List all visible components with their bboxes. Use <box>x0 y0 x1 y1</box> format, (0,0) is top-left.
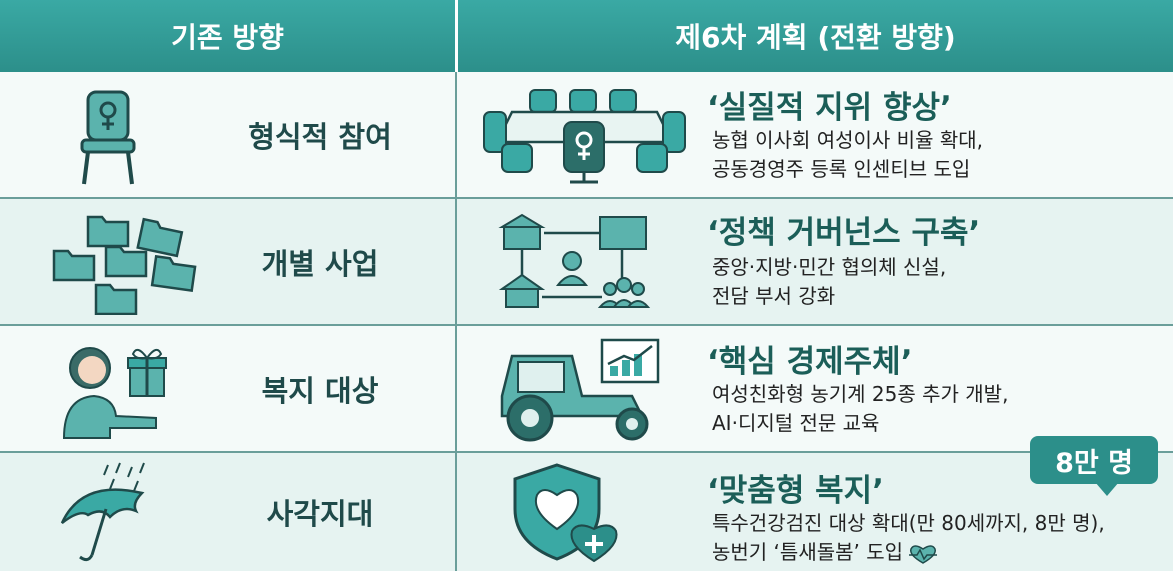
row-divider <box>0 324 1173 326</box>
table-row: 사각지대 ‘맞춤형 복지’ 특수건강검진 대상 확대(만 80세까지, 8만 명… <box>0 453 1173 571</box>
table-header: 기존 방향 제6차 계획 (전환 방향) <box>0 0 1173 72</box>
chair-female-symbol-icon <box>80 90 136 185</box>
governance-network-icon <box>498 213 651 308</box>
new-title: ‘실질적 지위 향상’ <box>707 90 952 126</box>
badge-pointer <box>1095 482 1119 496</box>
table-row: 개별 사업 <box>0 199 1173 325</box>
old-direction-cell: 사각지대 <box>0 453 457 571</box>
new-desc-line-1: 특수건강검진 대상 확대(만 80세까지, 8만 명), <box>712 511 1105 535</box>
heart-pulse-icon <box>909 544 938 564</box>
scattered-folders-icon <box>52 215 197 315</box>
new-description: 중앙·지방·민간 협의체 신설, 전담 부서 강화 <box>712 253 946 311</box>
new-desc-line-2-wrap: 농번기 ‘틈새돌봄’ 도입 <box>712 538 1105 567</box>
row-divider <box>0 451 1173 453</box>
new-direction-cell: ‘핵심 경제주체’ 여성친화형 농기계 25종 추가 개발, AI·디지털 전문… <box>457 326 1173 452</box>
new-desc-line-2: 전담 부서 강화 <box>712 284 836 308</box>
new-title: ‘정책 거버넌스 구축’ <box>707 215 981 251</box>
umbrella-rain-icon <box>60 462 145 562</box>
new-desc-line-1: 중앙·지방·민간 협의체 신설, <box>712 255 947 279</box>
table-row: 복지 대상 ‘핵심 경제주체’ 여성친화형 농기계 25종 추가 개발, AI·… <box>0 326 1173 452</box>
old-label: 복지 대상 <box>261 374 379 408</box>
boardroom-table-icon <box>483 89 686 184</box>
new-description: 농협 이사회 여성이사 비율 확대, 공동경영주 등록 인센티브 도입 <box>712 126 983 184</box>
new-desc-line-2: AI·디지털 전문 교육 <box>712 411 880 435</box>
new-title: ‘맞춤형 복지’ <box>707 473 884 509</box>
old-direction-cell: 개별 사업 <box>0 199 457 325</box>
new-description: 여성친화형 농기계 25종 추가 개발, AI·디지털 전문 교육 <box>712 380 1008 438</box>
new-direction-cell: ‘정책 거버넌스 구축’ 중앙·지방·민간 협의체 신설, 전담 부서 강화 <box>457 199 1173 325</box>
new-direction-cell: ‘실질적 지위 향상’ 농협 이사회 여성이사 비율 확대, 공동경영주 등록 … <box>457 72 1173 198</box>
header-sixth-plan: 제6차 계획 (전환 방향) <box>458 0 1173 72</box>
old-label: 개별 사업 <box>261 247 379 281</box>
old-direction-cell: 복지 대상 <box>0 326 457 452</box>
new-desc-line-1: 농협 이사회 여성이사 비율 확대, <box>712 128 983 152</box>
old-label: 사각지대 <box>266 497 374 531</box>
tractor-chart-icon <box>500 338 660 442</box>
new-desc-line-2: 농번기 ‘틈새돌봄’ 도입 <box>712 540 904 564</box>
table-row: 형식적 참여 ‘실질적 지위 향상’ 농협 이사회 여성이 <box>0 72 1173 198</box>
shield-heart-icon <box>513 463 618 563</box>
old-label: 형식적 참여 <box>248 120 392 154</box>
old-direction-cell: 형식적 참여 <box>0 72 457 198</box>
new-desc-line-2: 공동경영주 등록 인센티브 도입 <box>712 157 971 181</box>
person-receiving-gift-icon <box>62 347 167 439</box>
new-title: ‘핵심 경제주체’ <box>707 344 913 380</box>
count-badge: 8만 명 <box>1030 436 1158 484</box>
new-desc-line-1: 여성친화형 농기계 25종 추가 개발, <box>712 382 1009 406</box>
row-divider <box>0 197 1173 199</box>
header-existing-direction: 기존 방향 <box>0 0 458 72</box>
new-description: 특수건강검진 대상 확대(만 80세까지, 8만 명), 농번기 ‘틈새돌봄’ … <box>712 509 1105 567</box>
